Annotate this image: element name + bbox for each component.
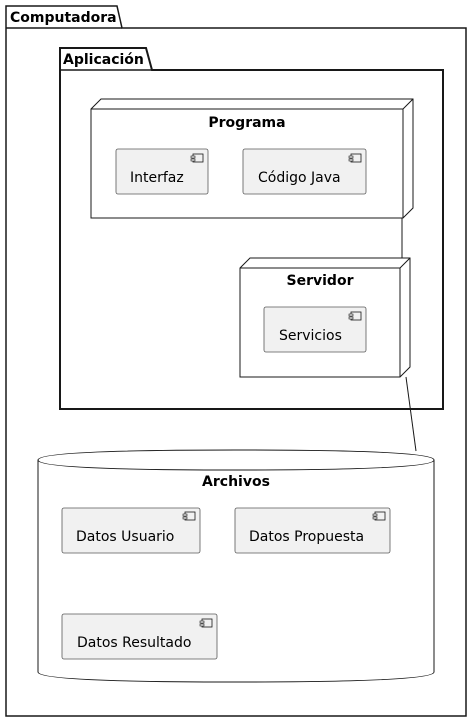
component-datos-usuario: Datos Usuario bbox=[61, 507, 201, 554]
node-servidor: Servidor Servicios bbox=[239, 257, 411, 378]
package-computadora: Computadora bbox=[5, 5, 467, 717]
component-servicios: Servicios bbox=[263, 306, 367, 353]
component-servicios-label: Servicios bbox=[279, 328, 342, 344]
component-codigo-java: Código Java bbox=[242, 148, 367, 195]
connector-servidor-archivos bbox=[405, 376, 417, 452]
package-aplicacion-label: Aplicación bbox=[63, 52, 144, 68]
component-codigo-java-label: Código Java bbox=[258, 170, 341, 186]
database-archivos-label: Archivos bbox=[202, 474, 270, 490]
component-datos-resultado-label: Datos Resultado bbox=[77, 635, 191, 651]
component-interfaz: Interfaz bbox=[115, 148, 209, 195]
component-icon bbox=[372, 511, 386, 521]
component-datos-propuesta-label: Datos Propuesta bbox=[249, 529, 364, 545]
database-archivos: Archivos Datos Usuario Datos Propuesta bbox=[37, 449, 435, 683]
node-servidor-label: Servidor bbox=[287, 273, 354, 289]
node-programa: Programa Interfaz Código Java bbox=[90, 98, 414, 219]
component-icon bbox=[348, 311, 362, 321]
package-computadora-label: Computadora bbox=[10, 10, 117, 26]
component-datos-resultado: Datos Resultado bbox=[61, 613, 218, 660]
component-icon bbox=[348, 153, 362, 163]
node-programa-label: Programa bbox=[208, 115, 285, 131]
component-icon bbox=[182, 511, 196, 521]
component-interfaz-label: Interfaz bbox=[130, 170, 184, 186]
component-icon bbox=[199, 618, 213, 628]
component-datos-usuario-label: Datos Usuario bbox=[76, 529, 174, 545]
component-icon bbox=[190, 153, 204, 163]
package-aplicacion: Aplicación bbox=[59, 47, 444, 410]
component-datos-propuesta: Datos Propuesta bbox=[234, 507, 391, 554]
